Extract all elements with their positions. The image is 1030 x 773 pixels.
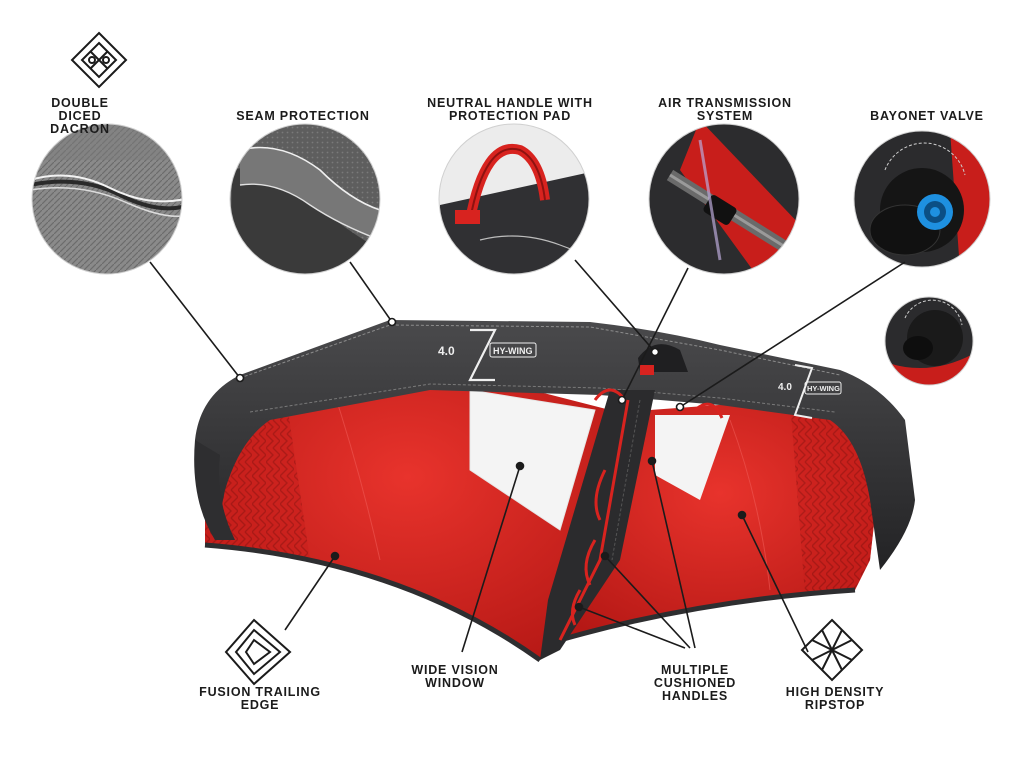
- label-fusion-trailing-edge: FUSION TRAILING EDGE: [199, 685, 321, 712]
- strut-handle-1: [594, 469, 607, 521]
- valve-detail-photo: [853, 130, 991, 268]
- wing: 4.0 HY-WING 4.0 HY-WING: [194, 320, 915, 663]
- label-air-transmission: AIR TRANSMISSION SYSTEM: [658, 96, 792, 123]
- right-name-text: HY-WING: [807, 384, 840, 393]
- label-neutral-handle: NEUTRAL HANDLE WITH PROTECTION PAD: [427, 96, 593, 123]
- layered-edge-icon: [224, 618, 292, 686]
- strut-handle-2: [584, 539, 597, 586]
- dacron-detail-photo: [31, 123, 183, 275]
- left-model-text: 4.0: [438, 344, 455, 358]
- left-name-text: HY-WING: [493, 346, 533, 356]
- wing-logo-left: 4.0 HY-WING: [438, 328, 537, 382]
- right-window: [655, 415, 730, 500]
- leading-edge-tube: [195, 320, 915, 570]
- label-high-density-ripstop: HIGH DENSITY RIPSTOP: [785, 685, 885, 712]
- valve-cap-detail-photo: [884, 296, 974, 386]
- handle-detail-photo: [438, 123, 590, 275]
- center-strut: [540, 390, 655, 660]
- ripstop-cross-icon: [800, 618, 864, 682]
- leader-lines: [149, 259, 906, 653]
- right-model-text: 4.0: [778, 382, 792, 393]
- wing-logo-right: 4.0 HY-WING: [778, 364, 842, 419]
- air-transmission-detail-photo: [648, 123, 800, 275]
- label-wide-vision-window: WIDE VISION WINDOW: [411, 663, 499, 690]
- strut-handle-3: [570, 589, 582, 626]
- label-seam-protection: SEAM PROTECTION: [236, 109, 370, 123]
- left-window: [470, 390, 595, 530]
- label-multiple-handles: MULTIPLE CUSHIONED HANDLES: [653, 663, 737, 703]
- trailing-edge: [204, 542, 542, 663]
- seam-detail-photo: [229, 123, 381, 275]
- label-bayonet-valve: BAYONET VALVE: [870, 109, 984, 123]
- diamond-grid-icon: [70, 31, 128, 89]
- label-double-diced-dacron: DOUBLE DICED DACRON: [50, 96, 110, 136]
